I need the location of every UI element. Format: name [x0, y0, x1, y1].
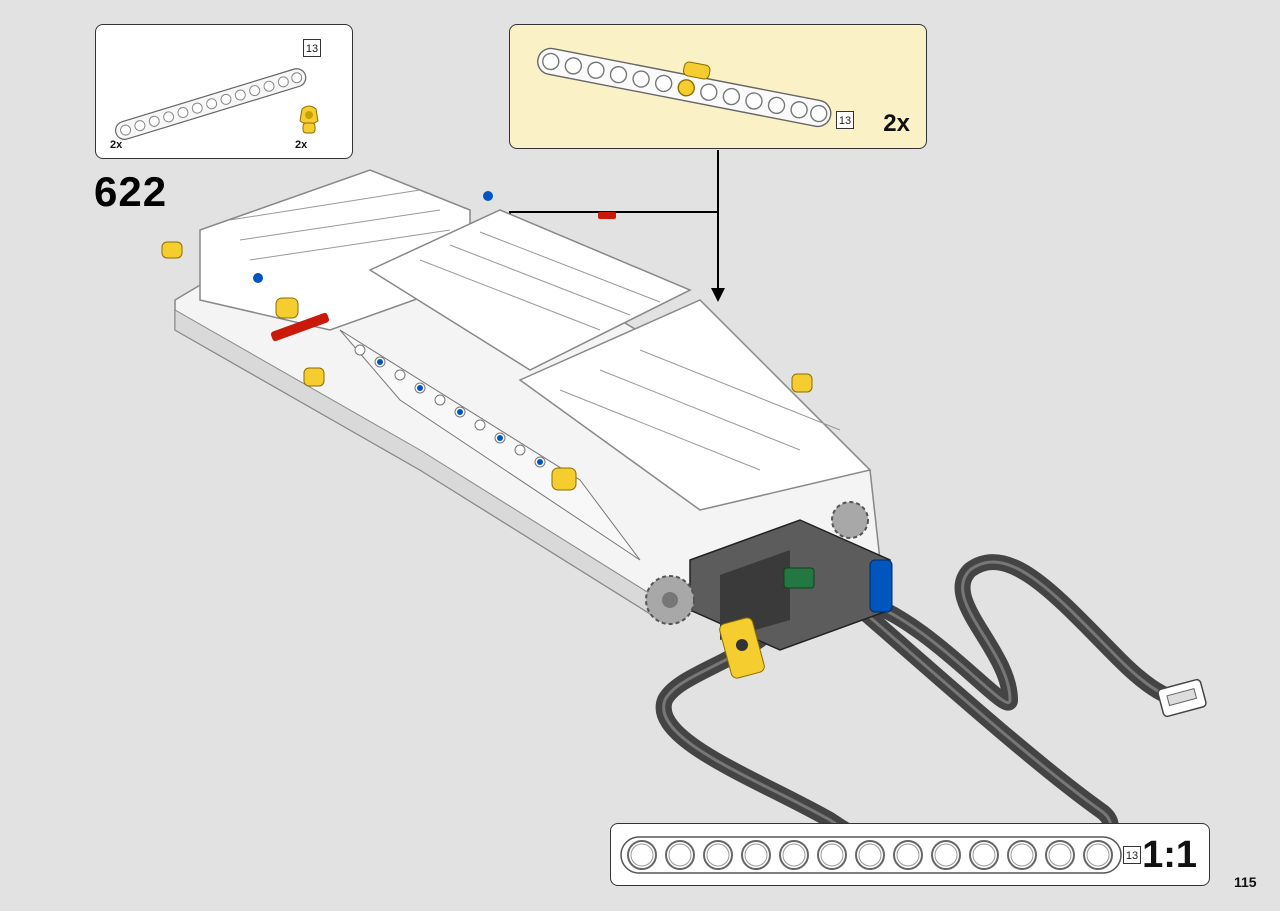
- connector-quantity: 2x: [295, 139, 308, 151]
- sub-assembly-length-badge: 13: [836, 111, 854, 129]
- scale-label: 1:1: [1142, 834, 1197, 876]
- chassis-body: [161, 169, 893, 679]
- scale-beam-hole: [893, 840, 923, 870]
- scale-beam-hole: [779, 840, 809, 870]
- scale-beam-hole-inner: [896, 843, 920, 867]
- cable-plug-icon: [1157, 678, 1207, 718]
- beam-13-icon: [115, 68, 307, 140]
- step-number: 622: [94, 168, 168, 215]
- scale-beam-hole: [817, 840, 847, 870]
- sub-assembly-multiplier: 2x: [883, 110, 910, 137]
- scale-beam-hole: [1083, 840, 1113, 870]
- parts-list-box: 13 2x 2x: [95, 24, 353, 159]
- arrow-head-right: [711, 288, 725, 302]
- scale-beam-hole-inner: [1010, 843, 1034, 867]
- scale-beam-hole-inner: [820, 843, 844, 867]
- scale-beam-hole-inner: [782, 843, 806, 867]
- scale-beam-hole: [627, 840, 657, 870]
- scale-beam-hole: [665, 840, 695, 870]
- scale-beam-hole: [1045, 840, 1075, 870]
- scale-beam-hole: [703, 840, 733, 870]
- scale-beam-hole: [931, 840, 961, 870]
- scale-beam-hole-inner: [1048, 843, 1072, 867]
- scale-beam-hole-inner: [630, 843, 654, 867]
- scale-length-badge: 13: [1123, 846, 1141, 864]
- scale-beam-hole: [855, 840, 885, 870]
- scale-beam-hole-inner: [744, 843, 768, 867]
- sub-assembly-callout: 13 2x: [509, 24, 927, 149]
- beam-length-badge: 13: [303, 39, 321, 57]
- scale-beam-hole-inner: [972, 843, 996, 867]
- scale-reference-box: 13 1:1: [610, 823, 1210, 886]
- scale-beam-hole-inner: [668, 843, 692, 867]
- scale-beam-hole: [741, 840, 771, 870]
- yellow-connector-icon: [299, 105, 319, 134]
- scale-beam-hole-inner: [934, 843, 958, 867]
- sub-assembly-beam-icon: [537, 47, 832, 128]
- scale-beam-hole: [1007, 840, 1037, 870]
- scale-beam-hole-inner: [1086, 843, 1110, 867]
- beam-quantity: 2x: [110, 139, 123, 151]
- page-number: 115: [1234, 874, 1257, 890]
- scale-beam-icon: [620, 836, 1122, 874]
- scale-beam-hole-inner: [858, 843, 882, 867]
- scale-beam-holes: [627, 840, 1113, 870]
- scale-beam-hole: [969, 840, 999, 870]
- scale-beam-hole-inner: [706, 843, 730, 867]
